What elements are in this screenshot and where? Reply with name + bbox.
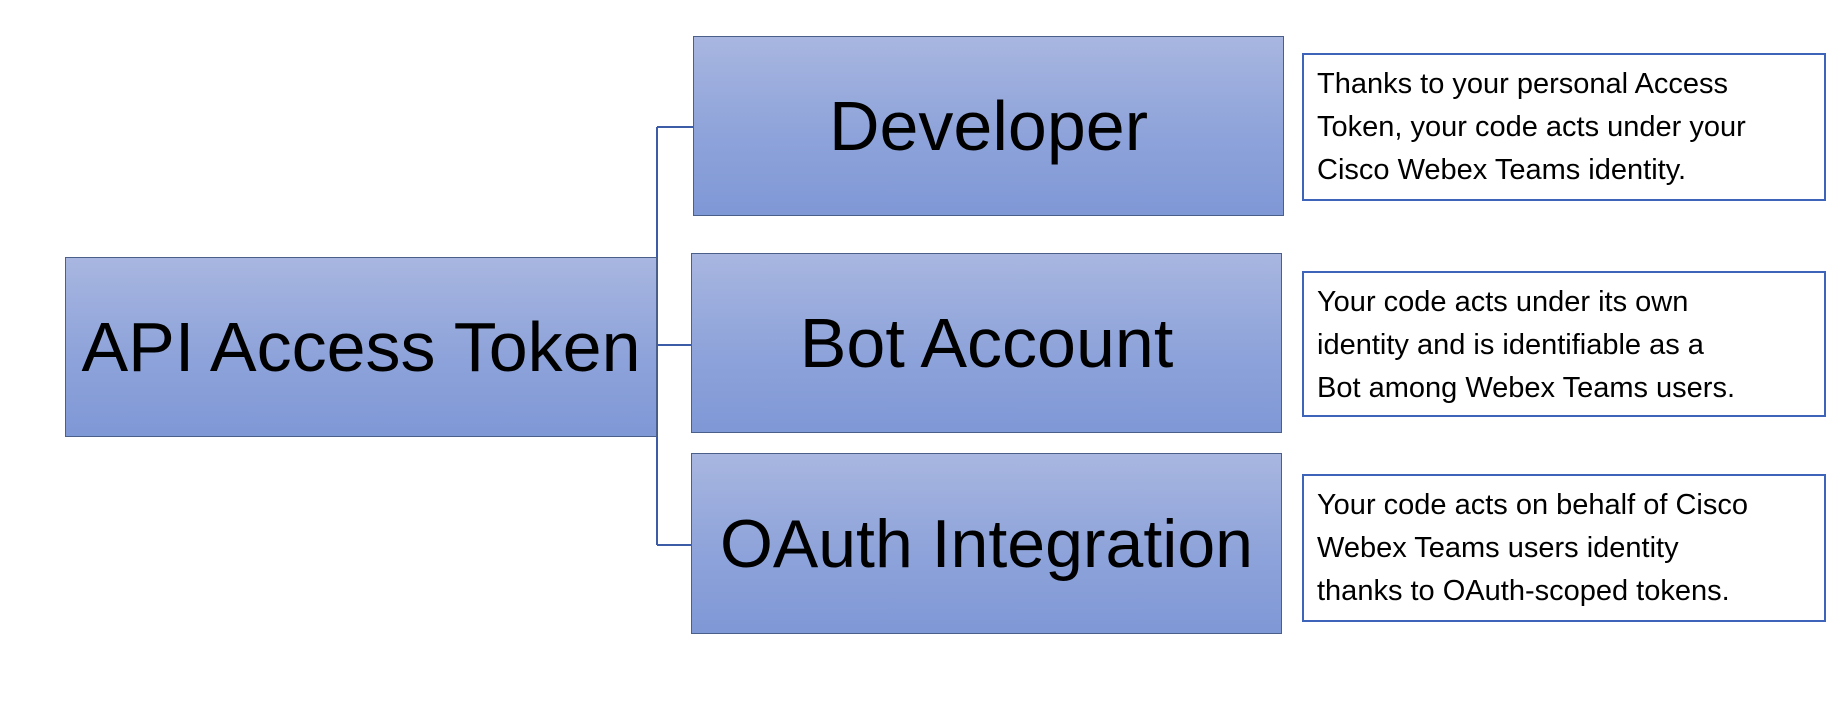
description-line: Cisco Webex Teams identity. [1317, 154, 1687, 186]
description-line: identity and is identifiable as a [1317, 329, 1704, 361]
root-node-api-access-token: API Access Token [65, 257, 657, 437]
description-box-bot-account: Your code acts under its own identity an… [1302, 271, 1826, 417]
description-line: Your code acts under its own [1317, 286, 1689, 318]
description-line: Bot among Webex Teams users. [1317, 372, 1736, 404]
description-line: thanks to OAuth-scoped tokens. [1317, 575, 1730, 607]
branch-node-bot-account: Bot Account [691, 253, 1282, 433]
root-node-label: API Access Token [81, 308, 641, 386]
description-line: Thanks to your personal Access [1317, 68, 1729, 100]
description-line: Your code acts on behalf of Cisco [1317, 489, 1748, 521]
description-box-developer: Thanks to your personal Access Token, yo… [1302, 53, 1826, 201]
description-line: Webex Teams users identity [1317, 532, 1679, 564]
branch-node-developer: Developer [693, 36, 1284, 216]
branch-node-label: Developer [828, 87, 1149, 165]
description-line: Token, your code acts under your [1317, 111, 1746, 143]
description-box-oauth-integration: Your code acts on behalf of Cisco Webex … [1302, 474, 1826, 622]
branch-node-label: Bot Account [799, 304, 1174, 382]
branch-node-label: OAuth Integration [719, 505, 1253, 582]
branch-node-oauth-integration: OAuth Integration [691, 453, 1282, 634]
